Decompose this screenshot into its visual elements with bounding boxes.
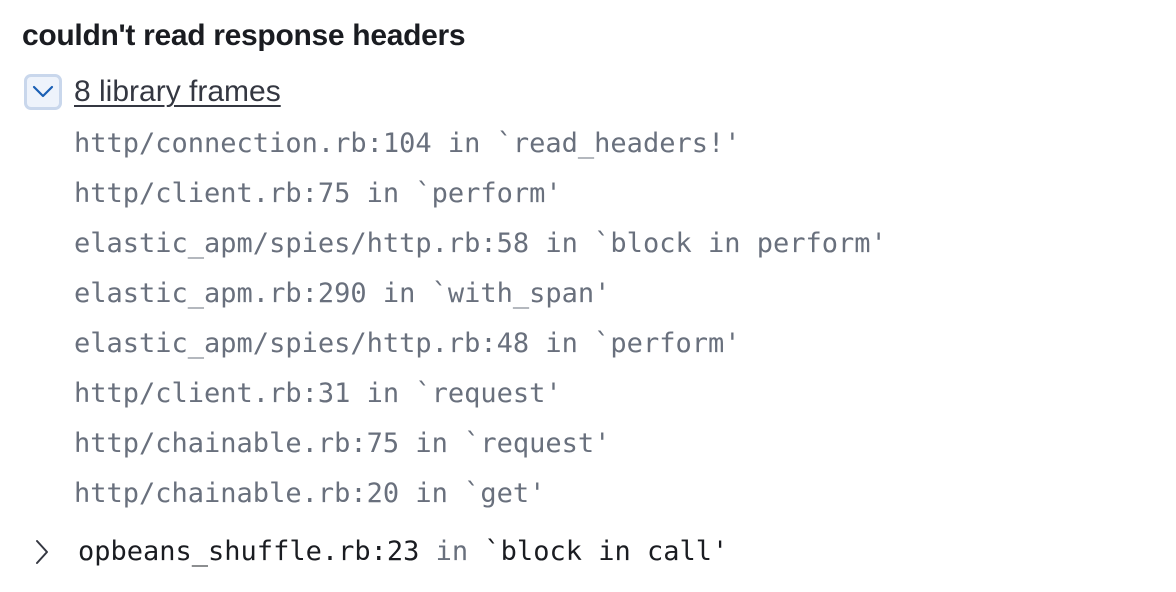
chevron-right-icon (36, 540, 48, 564)
library-frame: http/client.rb:75 in `perform' (74, 178, 562, 209)
library-frame: http/client.rb:31 in `request' (74, 378, 562, 409)
frame-filename: opbeans_shuffle.rb:23 (78, 536, 420, 567)
app-frame-text: opbeans_shuffle.rb:23 in `block in call' (78, 530, 728, 574)
error-title: couldn't read response headers (22, 19, 466, 52)
library-frames-list: http/connection.rb:104 in `read_headers!… (74, 122, 887, 522)
library-frames-toggle[interactable]: 8 library frames (24, 72, 281, 112)
library-frame: elastic_apm/spies/http.rb:58 in `block i… (74, 228, 887, 259)
library-frame: http/chainable.rb:75 in `request' (74, 428, 611, 459)
library-frame: elastic_apm/spies/http.rb:48 in `perform… (74, 328, 741, 359)
app-frame-row[interactable]: opbeans_shuffle.rb:23 in `block in call' (34, 530, 728, 574)
library-frame: http/chainable.rb:20 in `get' (74, 478, 546, 509)
frame-in-keyword: in (435, 536, 469, 567)
toggle-button[interactable] (24, 74, 62, 110)
expand-frame-button[interactable] (34, 530, 62, 574)
frame-function: `block in call' (484, 536, 729, 567)
library-frame: elastic_apm.rb:290 in `with_span' (74, 278, 611, 309)
library-frame: http/connection.rb:104 in `read_headers!… (74, 128, 741, 159)
library-frames-label[interactable]: 8 library frames (74, 75, 281, 108)
chevron-down-icon (32, 85, 54, 98)
